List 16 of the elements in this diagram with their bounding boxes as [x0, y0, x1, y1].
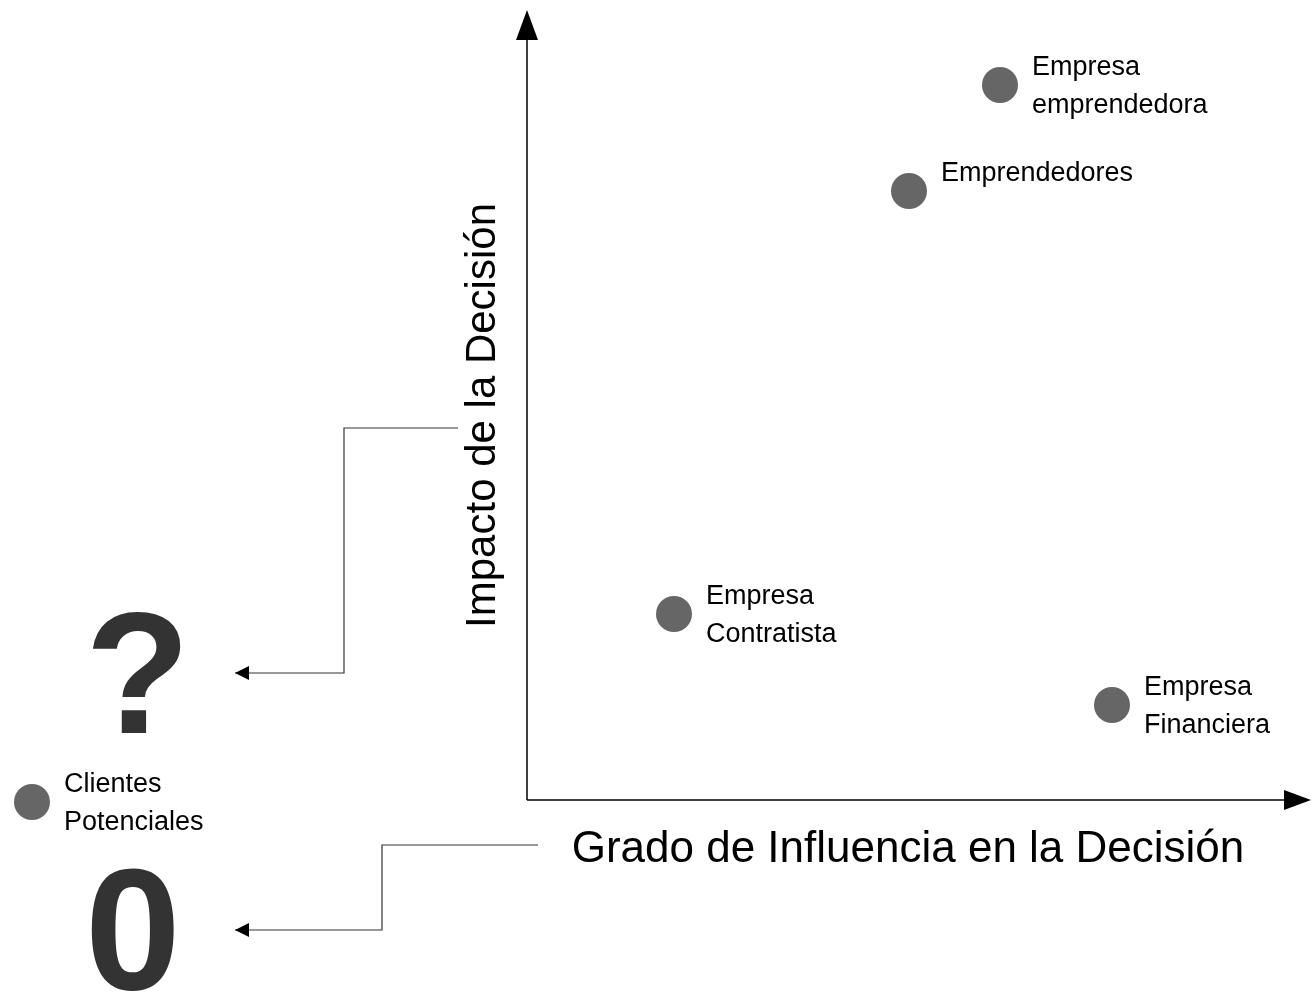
value-symbol: 0	[85, 856, 181, 1000]
data-point	[982, 67, 1018, 103]
point-label: Empresa Contratista	[706, 579, 838, 650]
data-point	[656, 596, 692, 632]
point-label: Empresa Financiera	[1144, 670, 1272, 741]
data-point	[891, 173, 927, 209]
axis-title: Grado de Influencia en la Decisión	[571, 825, 1245, 869]
data-point	[14, 784, 50, 820]
data-point	[1094, 687, 1130, 723]
point-label: Emprendedores	[941, 156, 1135, 189]
point-label: Clientes Potenciales	[64, 767, 205, 838]
point-label: Empresa emprendedora	[1032, 50, 1209, 121]
value-symbol: ?	[85, 600, 191, 747]
connector-arrow	[234, 844, 539, 937]
connector-arrow	[234, 427, 459, 680]
axis-title: Impacto de la Decisión	[460, 202, 502, 628]
